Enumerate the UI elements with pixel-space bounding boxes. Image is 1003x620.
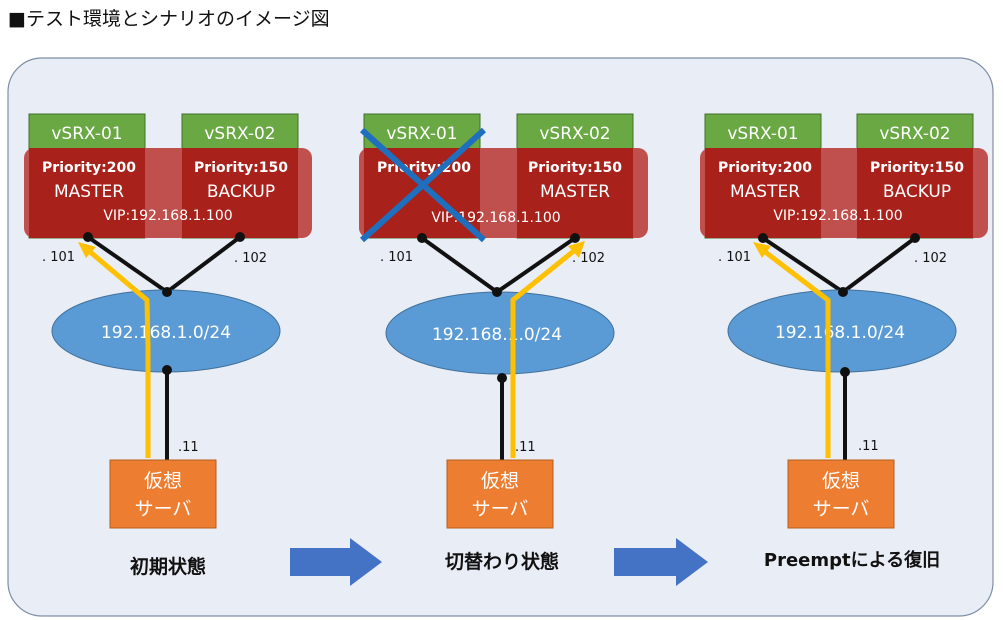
router1-name: vSRX-01 — [51, 124, 122, 144]
router1-body — [705, 148, 821, 238]
link-router1 — [761, 236, 845, 294]
scenario-initial: vSRX-01 vSRX-02 Priority:200 Priority:15… — [24, 113, 312, 578]
link-router1 — [86, 235, 169, 294]
router2-name: vSRX-02 — [879, 124, 950, 144]
router2-priority: Priority:150 — [528, 160, 622, 176]
network-label: 192.168.1.0/24 — [101, 323, 231, 343]
router2-priority: Priority:150 — [194, 160, 288, 176]
router1-priority: Priority:200 — [377, 160, 471, 176]
server-box — [787, 459, 895, 529]
traffic-path — [510, 248, 577, 458]
router2-body — [517, 148, 633, 238]
server-line1: 仮想 — [822, 470, 860, 492]
port-dot — [492, 287, 502, 297]
server-host-label: .11 — [515, 440, 536, 455]
page-title: ■テスト環境とシナリオのイメージ図 — [8, 8, 330, 30]
port-dot — [235, 232, 245, 242]
router2-role: BACKUP — [207, 182, 275, 202]
network-label: 192.168.1.0/24 — [432, 325, 562, 345]
network-label: 192.168.1.0/24 — [775, 323, 905, 343]
port-dot — [758, 233, 768, 243]
port-dot — [162, 287, 172, 297]
router2-role: MASTER — [540, 182, 610, 202]
traffic-path — [87, 249, 151, 458]
host1-label: . 101 — [718, 250, 751, 265]
scenario-caption: 初期状態 — [130, 555, 206, 578]
port-dot — [497, 373, 507, 383]
host2-label: . 102 — [914, 251, 947, 266]
server-line1: 仮想 — [481, 470, 519, 492]
scenario-caption: Preemptによる復旧 — [764, 549, 940, 571]
router2-body — [182, 148, 298, 238]
router1-priority: Priority:200 — [42, 160, 136, 176]
port-dot — [910, 233, 920, 243]
host1-label: . 101 — [380, 250, 413, 265]
server-line1: 仮想 — [144, 470, 182, 492]
router2-priority: Priority:150 — [870, 160, 964, 176]
host1-label: . 101 — [42, 250, 75, 265]
port-dot — [840, 367, 850, 377]
router1-priority: Priority:200 — [718, 160, 812, 176]
router1-name: vSRX-01 — [386, 124, 457, 144]
link-router2 — [841, 236, 917, 294]
vip-label: VIP:192.168.1.100 — [103, 208, 232, 224]
server-box — [446, 459, 554, 529]
scenario-failover: vSRX-01 vSRX-02 Priority:200 Priority:15… — [359, 113, 648, 573]
router2-role: BACKUP — [883, 182, 951, 202]
port-dot — [417, 233, 427, 243]
link-router2 — [495, 236, 577, 294]
server-line2: サーバ — [135, 498, 192, 520]
server-host-label: .11 — [858, 439, 879, 454]
router1-body — [29, 148, 145, 238]
vip-label: VIP:192.168.1.100 — [773, 208, 902, 224]
traffic-path — [762, 249, 831, 458]
transition-arrow-2 — [614, 538, 708, 586]
host2-label: . 102 — [234, 251, 267, 266]
failure-cross-icon — [359, 127, 487, 243]
port-dot — [83, 232, 93, 242]
scenario-preempt: vSRX-01 vSRX-02 Priority:200 Priority:15… — [700, 113, 988, 571]
port-dot — [162, 365, 172, 375]
port-dot — [838, 287, 848, 297]
server-line2: サーバ — [472, 498, 529, 520]
traffic-arrowhead — [753, 242, 771, 258]
link-router2 — [165, 235, 242, 294]
scenario-caption: 切替わり状態 — [445, 550, 559, 573]
router2-body — [857, 148, 973, 238]
server-box — [109, 459, 217, 529]
router2-name: vSRX-02 — [204, 124, 275, 144]
router2-name: vSRX-02 — [539, 124, 610, 144]
traffic-arrowhead — [568, 241, 585, 258]
host2-label: . 102 — [572, 251, 605, 266]
port-dot — [570, 233, 580, 243]
traffic-arrowhead — [78, 242, 96, 258]
router1-role: MASTER — [54, 182, 124, 202]
link-router1 — [420, 236, 499, 294]
transition-arrow-1 — [290, 538, 382, 586]
server-host-label: .11 — [178, 440, 199, 455]
router1-name: vSRX-01 — [727, 124, 798, 144]
server-line2: サーバ — [813, 498, 870, 520]
router1-role: MASTER — [730, 182, 800, 202]
